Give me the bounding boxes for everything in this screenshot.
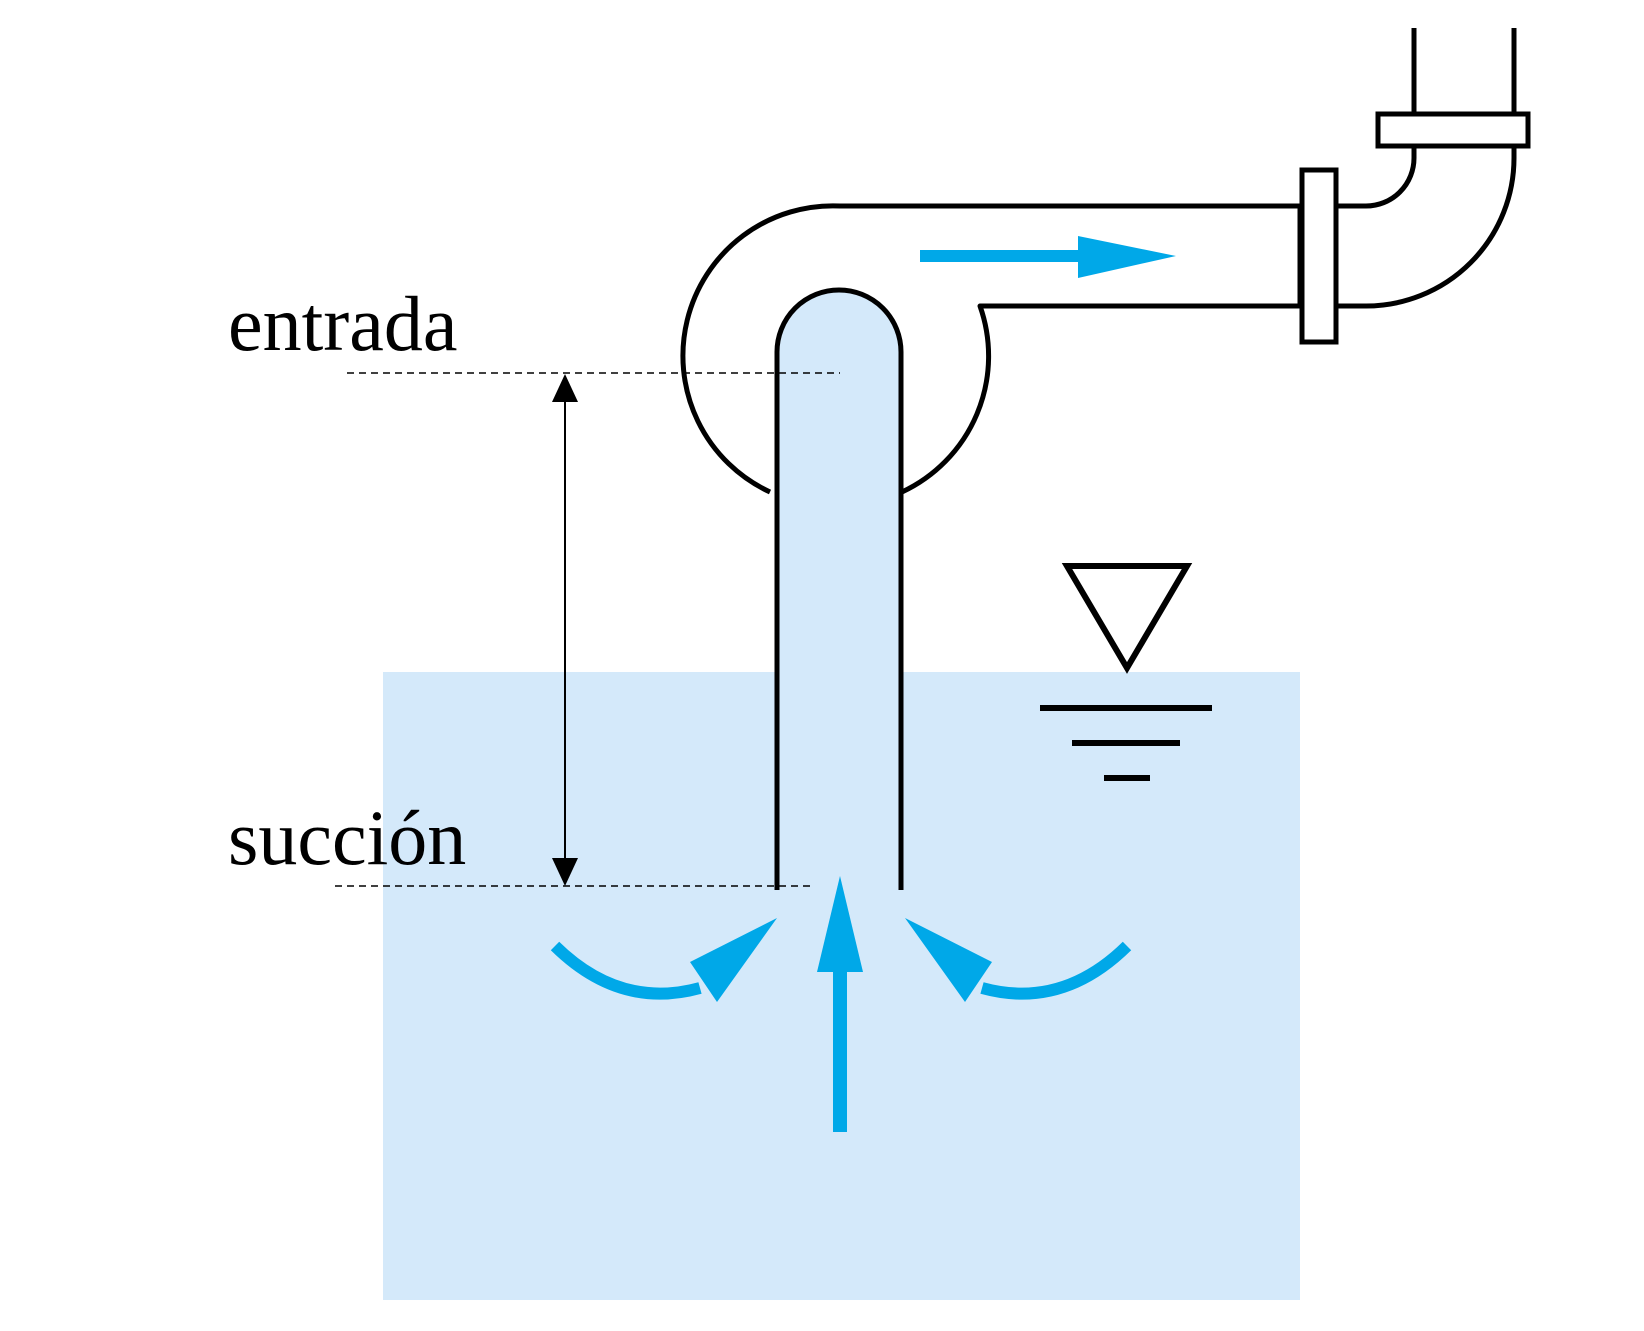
inflow-arrow-right bbox=[905, 918, 1132, 1002]
inflow-arrow-center bbox=[817, 876, 863, 1132]
discharge-flow-arrow bbox=[920, 236, 1176, 278]
height-dimension-line bbox=[552, 374, 578, 886]
water-level-triangle-icon bbox=[1040, 563, 1212, 781]
suction-pipe bbox=[774, 287, 904, 890]
inflow-arrow-left bbox=[550, 918, 777, 1002]
discharge-elbow-outer bbox=[1330, 148, 1517, 309]
succion-label: succión bbox=[228, 794, 466, 881]
entrada-label: entrada bbox=[228, 280, 458, 367]
horizontal-flange bbox=[1299, 167, 1339, 345]
discharge-elbow bbox=[1330, 148, 1417, 209]
vertical-flange bbox=[1375, 111, 1531, 149]
